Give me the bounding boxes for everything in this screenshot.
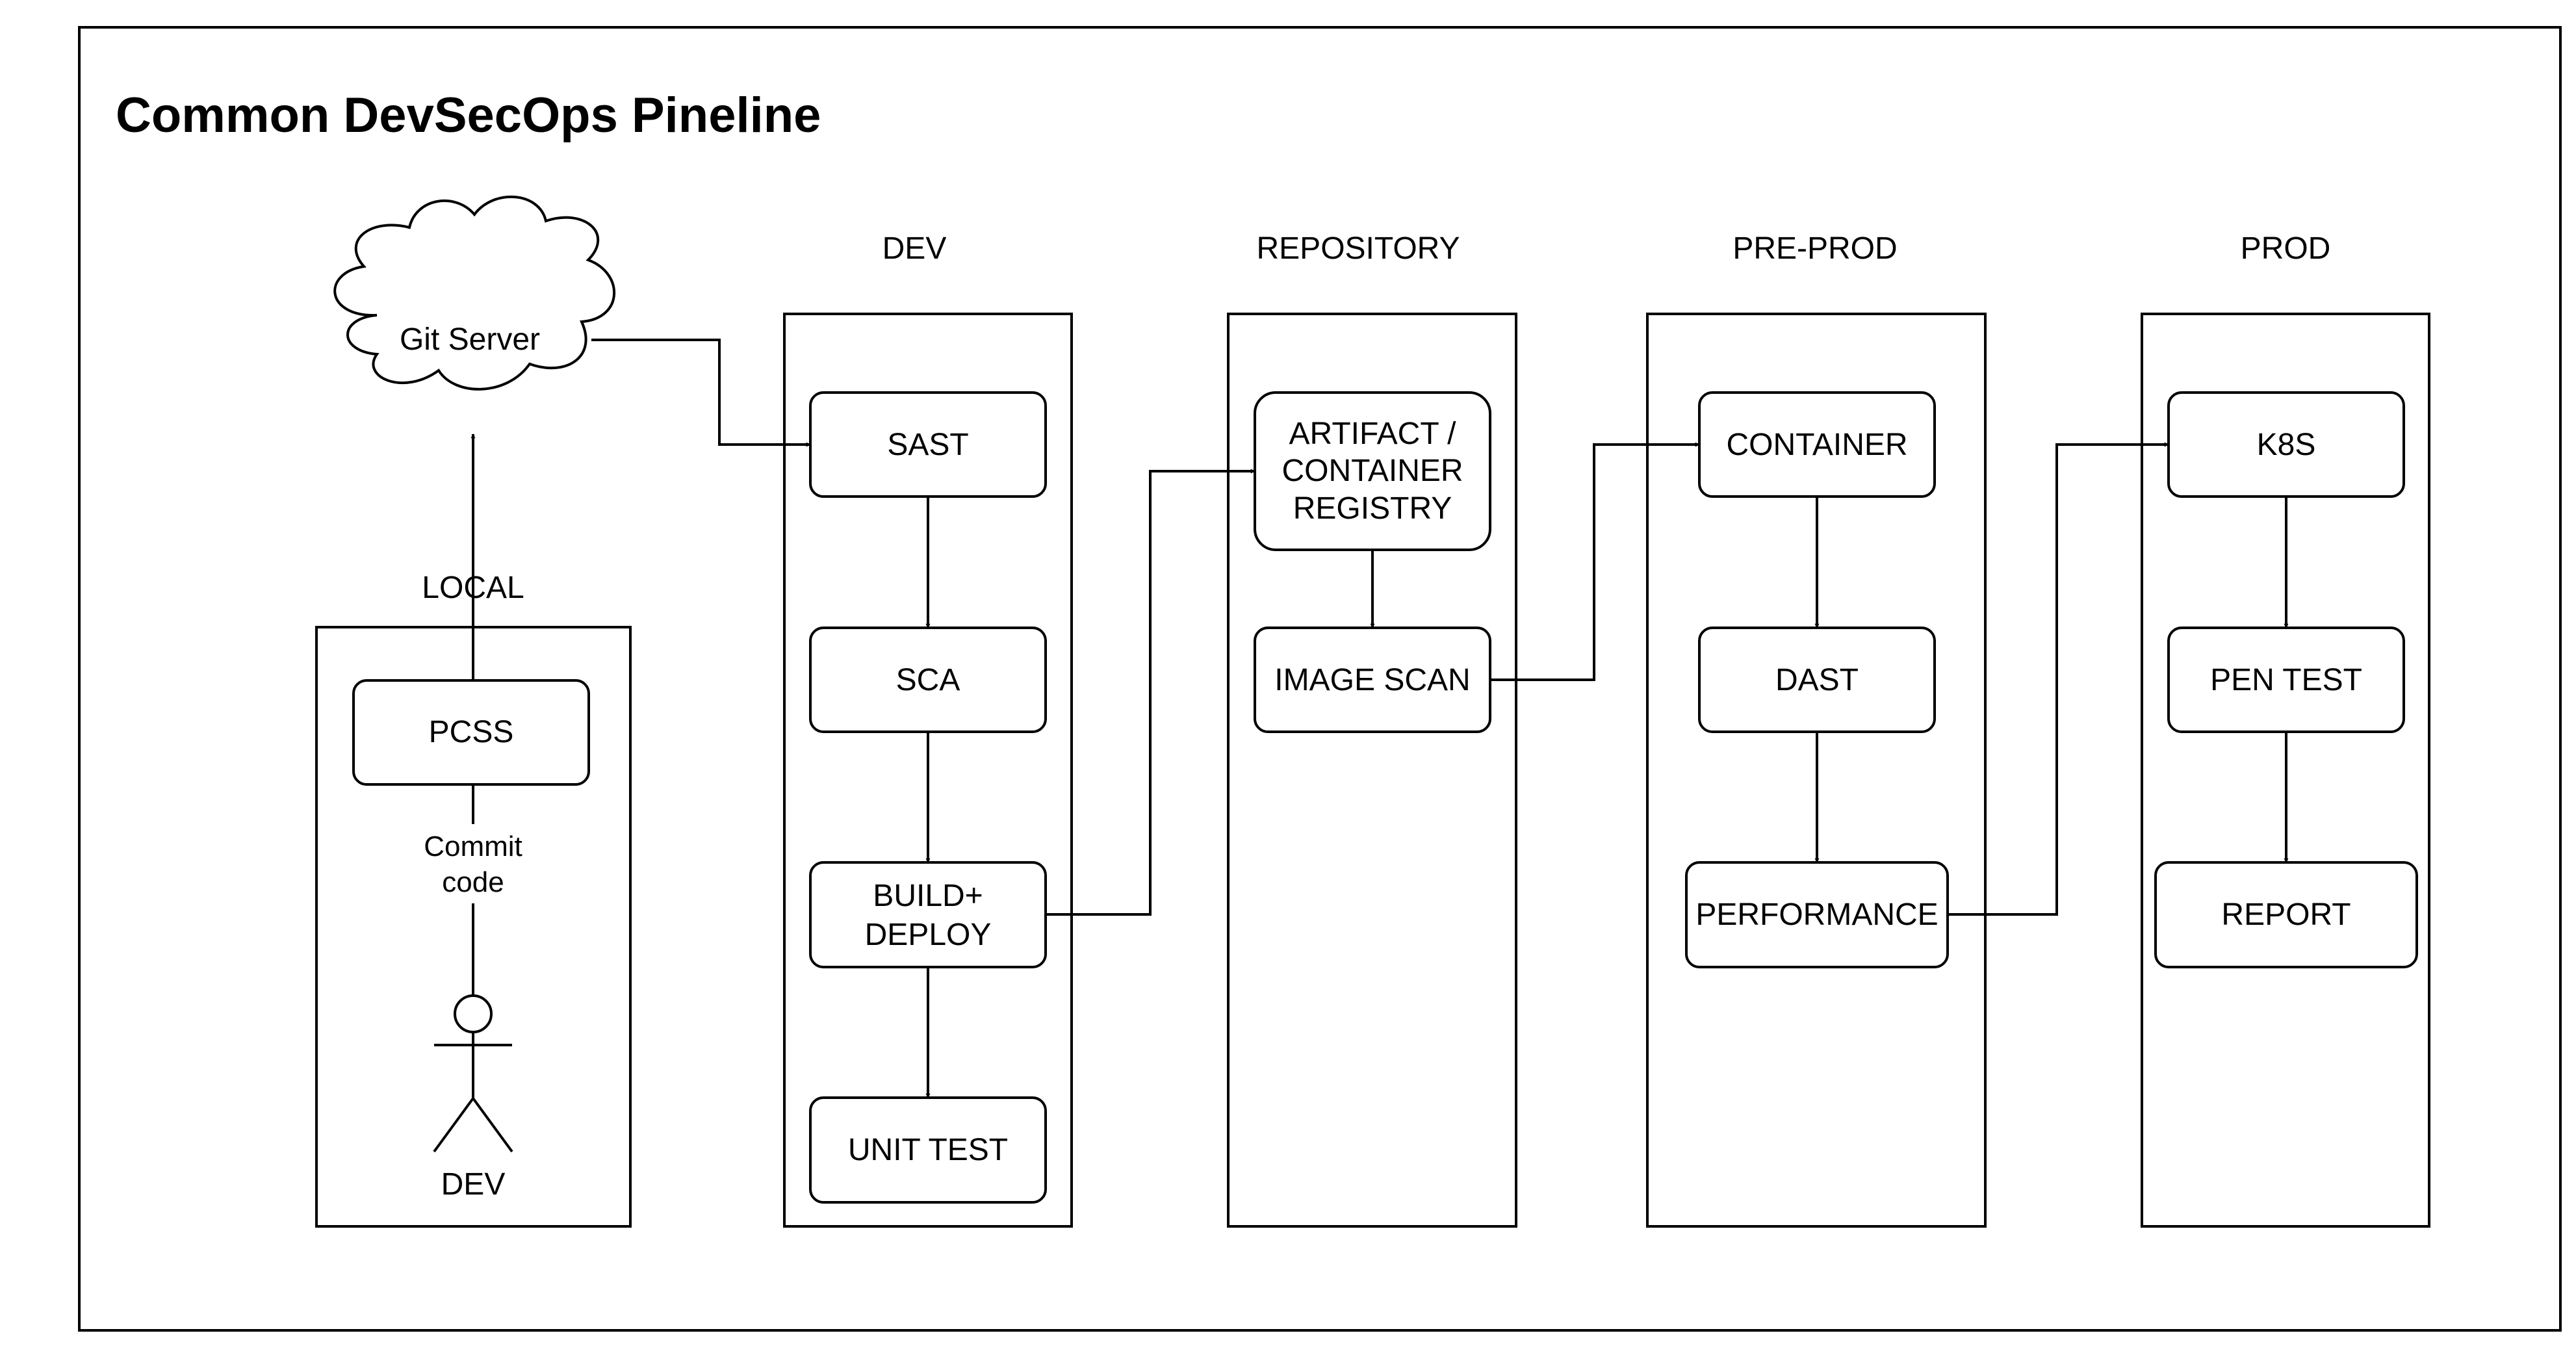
lane-label-preprod: PRE-PROD bbox=[1732, 231, 1897, 266]
edge-imagescan-container bbox=[1490, 442, 1700, 681]
build-deploy-label-line2: DEPLOY bbox=[865, 918, 992, 952]
dev-actor-icon bbox=[433, 994, 513, 1153]
build-deploy-label-line1: BUILD+ bbox=[873, 879, 983, 913]
edge-git-sast bbox=[591, 339, 811, 447]
lane-label-dev: DEV bbox=[882, 231, 947, 266]
image-scan-label: IMAGE SCAN bbox=[1274, 663, 1470, 697]
lane-prod bbox=[2141, 313, 2430, 1228]
edge-performance-k8s bbox=[1948, 442, 2169, 916]
edge-build-artifact bbox=[1046, 469, 1256, 916]
lane-dev bbox=[783, 313, 1073, 1228]
commit-label-line1: Commit bbox=[424, 831, 522, 862]
report-label: REPORT bbox=[2221, 898, 2351, 932]
sca-label: SCA bbox=[896, 663, 960, 697]
container-label: CONTAINER bbox=[1726, 428, 1907, 462]
pcss-box[interactable] bbox=[352, 679, 590, 786]
commit-label-line2: code bbox=[442, 866, 504, 898]
unit-test-label: UNIT TEST bbox=[848, 1133, 1008, 1167]
artifact-registry-label-line3: REGISTRY bbox=[1293, 491, 1452, 526]
lane-label-prod: PROD bbox=[2241, 231, 2331, 266]
lane-repository bbox=[1227, 313, 1517, 1228]
lane-label-repository: REPOSITORY bbox=[1257, 231, 1460, 266]
sast-label: SAST bbox=[887, 428, 968, 462]
git-server-label: Git Server bbox=[400, 322, 540, 357]
pcss-label: PCSS bbox=[429, 715, 514, 749]
dast-label: DAST bbox=[1775, 663, 1859, 697]
git-server-cloud-icon bbox=[333, 195, 615, 391]
diagram-title: Common DevSecOps Pineline bbox=[116, 88, 821, 143]
performance-label: PERFORMANCE bbox=[1695, 898, 1938, 932]
artifact-registry-label-line1: ARTIFACT / bbox=[1289, 417, 1457, 451]
lane-preprod bbox=[1646, 313, 1987, 1228]
dev-actor-label: DEV bbox=[441, 1167, 506, 1202]
artifact-registry-label-line2: CONTAINER bbox=[1282, 454, 1463, 488]
pen-test-label: PEN TEST bbox=[2210, 663, 2362, 697]
k8s-label: K8S bbox=[2257, 428, 2316, 462]
